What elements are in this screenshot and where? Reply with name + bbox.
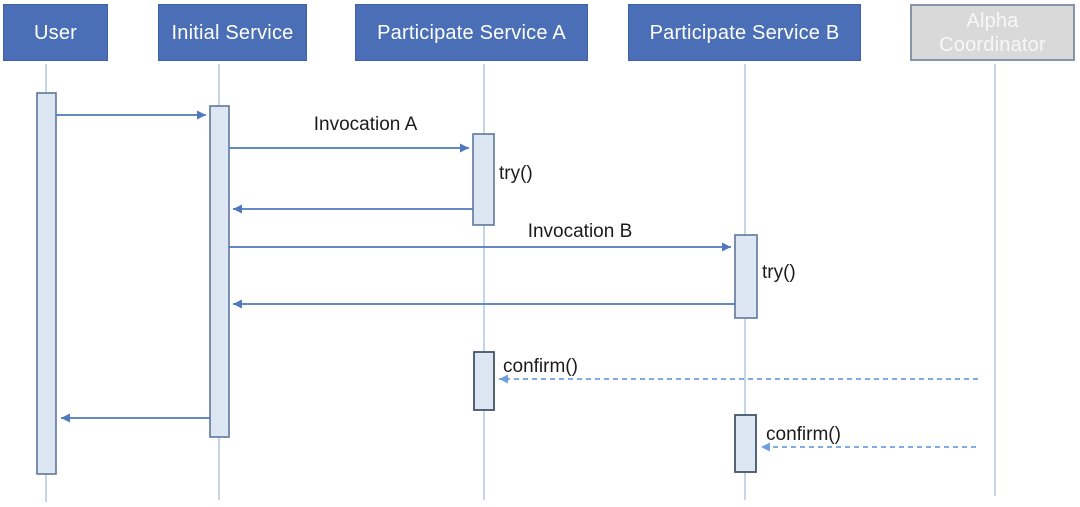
- activation-initial-service: [209, 105, 230, 438]
- message-label-confirm-a: confirm(): [503, 356, 578, 377]
- activation-service-b-try: [734, 234, 758, 319]
- participant-header-participate-service-b: Participate Service B: [628, 4, 861, 61]
- activation-user: [36, 92, 57, 475]
- participant-name-participate-service-b: Participate Service B: [649, 21, 840, 44]
- participant-name-participate-service-a: Participate Service A: [377, 21, 566, 44]
- activation-label-try-b: try(): [762, 262, 796, 283]
- activation-service-a-try: [472, 133, 495, 226]
- participant-name-alpha-coordinator: Alpha Coordinator: [939, 9, 1046, 56]
- participant-header-user: User: [3, 4, 108, 61]
- message-label-confirm-b: confirm(): [766, 424, 841, 445]
- participant-header-participate-service-a: Participate Service A: [355, 4, 588, 61]
- activation-label-try-a: try(): [499, 163, 533, 184]
- message-label-invocation-b: Invocation B: [527, 221, 633, 242]
- participant-header-alpha-coordinator: Alpha Coordinator: [910, 4, 1075, 61]
- activation-service-b-confirm: [734, 414, 757, 473]
- activation-service-a-confirm: [473, 351, 495, 411]
- message-label-invocation-a: Invocation A: [313, 114, 418, 135]
- participant-name-initial-service: Initial Service: [171, 21, 294, 44]
- participant-header-initial-service: Initial Service: [158, 4, 307, 61]
- participant-name-user: User: [33, 21, 78, 44]
